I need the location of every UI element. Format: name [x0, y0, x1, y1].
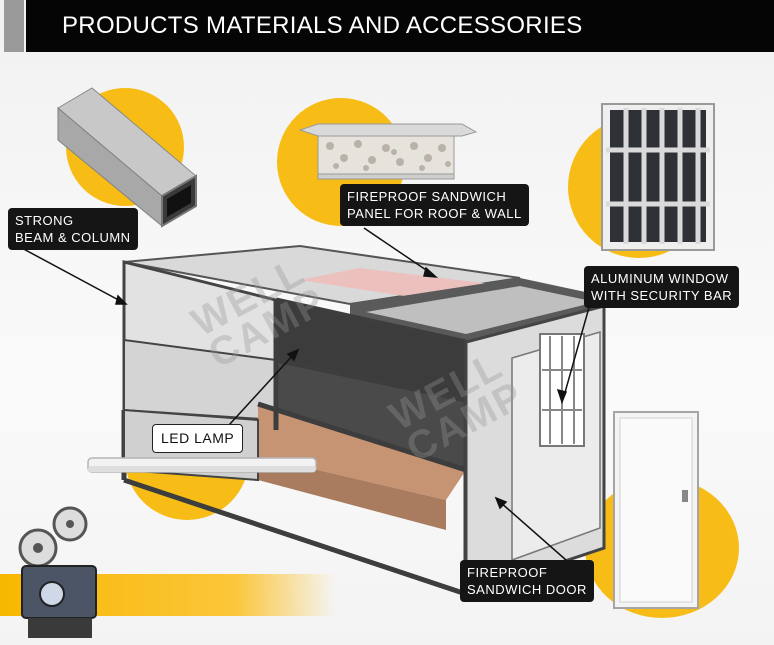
led-tube-icon — [87, 457, 317, 473]
sandwich-panel-icon — [298, 123, 478, 180]
steel-tube-icon — [57, 87, 197, 228]
callout-beam: STRONG BEAM & COLUMN — [8, 208, 138, 250]
callout-window: ALUMINUM WINDOW WITH SECURITY BAR — [584, 266, 740, 308]
door-icon — [613, 411, 699, 609]
film-projector-icon — [18, 506, 97, 638]
container-illustration — [121, 244, 606, 597]
security-window-icon — [601, 103, 715, 251]
header-bar — [26, 0, 774, 52]
header-accent — [4, 0, 24, 52]
page-title: PRODUCTS MATERIALS AND ACCESSORIES — [62, 12, 583, 39]
callout-lamp: LED LAMP — [152, 424, 244, 453]
callout-panel: FIREPROOF SANDWICH PANEL FOR ROOF & WALL — [340, 184, 529, 226]
callout-door: FIREPROOF SANDWICH DOOR — [460, 560, 594, 602]
